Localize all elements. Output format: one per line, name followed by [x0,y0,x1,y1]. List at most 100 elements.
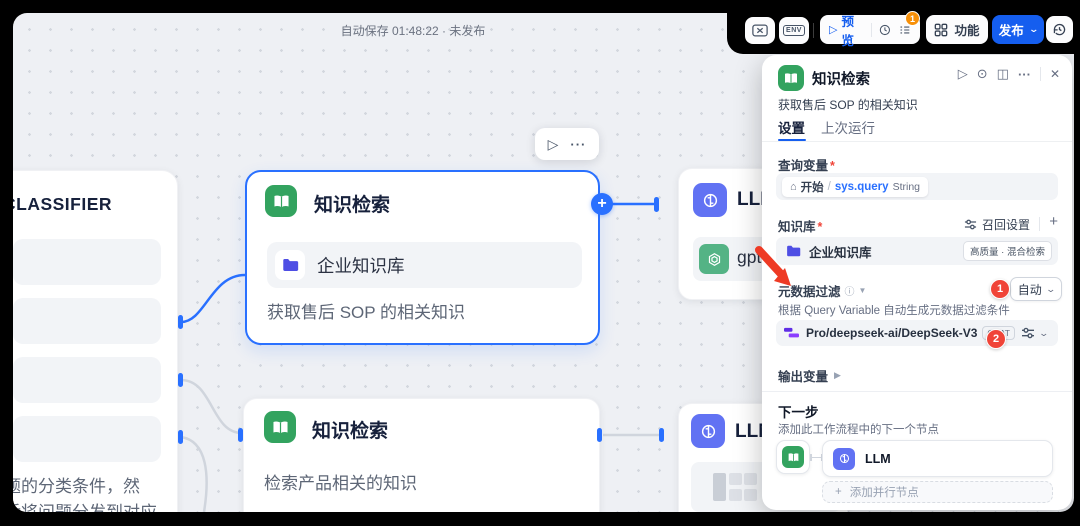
classifier-output-handle-2[interactable] [178,373,183,387]
add-knowledge-button[interactable]: + [1049,213,1058,230]
toolbar-divider [813,23,814,38]
output-variables-toggle[interactable]: 输出变量 ▶ [778,370,841,384]
next-step-title: 下一步 [778,405,819,420]
features-label: 功能 [954,24,980,38]
chevron-down-icon: ⌄ [1038,327,1050,338]
dataset-name: 企业知识库 [317,256,405,276]
split-view-icon[interactable]: ◫ [996,66,1009,81]
classifier-option-row[interactable] [13,298,161,344]
divider [762,141,1072,142]
node-config-panel: 知识检索 ▷ ⊙ ◫ ··· ✕ 获取售后 SOP 的相关知识 设置 上次运行 … [762,55,1072,510]
knowledge-retrieval-icon [778,65,804,91]
next-node-label: LLM [865,451,891,466]
more-options-icon[interactable]: ··· [1017,66,1031,82]
classifier-option-row[interactable] [13,416,161,462]
model-params-icon[interactable] [1021,326,1035,340]
classifier-description: 题的分类条件，然 后将问题分发到对应 [13,477,157,512]
triangle-right-icon: ▶ [834,370,841,380]
llm-icon [693,183,727,217]
knowledge-retrieval-node-1[interactable]: 知识检索 企业知识库 获取售后 SOP 的相关知识 [245,170,600,345]
variable-name: sys.query [834,180,889,193]
knowledge-retrieval-icon [265,185,297,217]
history-icon [1053,23,1066,36]
llm-icon [691,414,725,448]
section-divider [1039,217,1040,231]
start-node-label: 开始 [800,181,824,194]
classifier-option-row[interactable] [13,357,161,403]
connector-line [810,454,822,460]
shortcuts-button[interactable] [745,17,775,44]
notification-badge: 1 [905,11,920,26]
metadata-mode-select[interactable]: 自动 ⌄ [1010,277,1062,301]
dataset-row[interactable]: 企业知识库 [267,242,582,288]
more-options-icon[interactable]: ··· [570,136,587,152]
chevron-down-icon: ⌄ [1045,283,1056,294]
panel-title: 知识检索 [812,72,870,88]
classifier-node[interactable]: CLASSIFIER 题的分类条件，然 后将问题分发到对应 [13,170,178,512]
node-title: 知识检索 [312,421,389,442]
close-icon[interactable]: ✕ [1049,67,1060,81]
classifier-option-row[interactable] [13,239,161,285]
metadata-filter-hint: 根据 Query Variable 自动生成元数据过滤条件 [778,305,1010,317]
header-divider [1039,67,1041,81]
kr2-output-handle[interactable] [597,428,602,442]
tab-settings[interactable]: 设置 [778,121,805,136]
knowledge-base-name: 企业知识库 [809,245,872,260]
panel-description: 获取售后 SOP 的相关知识 [778,98,918,112]
features-button[interactable]: 功能 [926,15,988,44]
recall-settings-button[interactable]: 召回设置 [964,216,1030,233]
info-icon: ⓘ [844,287,855,298]
classifier-output-handle-3[interactable] [178,430,183,444]
knowledge-base-item[interactable]: 企业知识库 高质量 · 混合检索 [776,237,1058,265]
knowledge-retrieval-icon [264,411,296,443]
publish-label: 发布 [998,24,1024,38]
node-title: 知识检索 [314,195,391,216]
version-history-button[interactable] [1046,16,1073,43]
metadata-model-select[interactable]: Pro/deepseek-ai/DeepSeek-V3 CHAT ⌄ [776,320,1058,346]
autosave-status: 自动保存 01:48:22 · 未发布 [340,24,486,38]
knowledge-retrieval-node-2[interactable]: 知识检索 检索产品相关的知识 [243,398,600,512]
siliconflow-icon [784,327,799,338]
checklist-icon[interactable] [899,23,911,37]
openai-icon [699,244,729,274]
classifier-title: CLASSIFIER [13,194,113,214]
run-step-icon[interactable]: ▷ [957,66,968,81]
retrieval-mode-badge: 高质量 · 混合检索 [963,241,1052,261]
variable-type: String [892,180,920,193]
llm-bottom-input-handle[interactable] [659,428,664,442]
locate-node-icon[interactable]: ⊙ [976,66,988,81]
pill-divider [870,22,872,37]
classifier-output-handle-1[interactable] [178,315,183,329]
publish-button[interactable]: 发布 ⌄ [992,15,1044,44]
node-toolbar: ▷ ··· [535,128,599,160]
preview-play-icon[interactable]: ▷ [829,24,838,36]
query-variable-label: 查询变量* [778,159,835,173]
add-node-handle[interactable]: + [591,193,613,215]
tab-last-run[interactable]: 上次运行 [821,121,875,136]
path-separator: / [827,180,831,193]
features-grid-icon [935,23,948,36]
kr2-input-handle[interactable] [238,428,243,442]
env-icon: ENV [783,25,805,36]
tune-icon [964,219,977,230]
env-variables-button[interactable]: ENV [779,17,809,44]
start-node-icon: ⌂ [790,180,797,193]
preview-button[interactable]: 预览 [841,14,854,48]
caret-down-icon[interactable]: ▼ [858,286,867,295]
node-description: 检索产品相关的知识 [264,474,417,493]
run-node-icon[interactable]: ▷ [547,135,559,152]
edges-layer [180,202,663,512]
next-node-llm[interactable]: LLM [822,440,1053,477]
query-variable-input[interactable]: ⌂ 开始 / sys.query String [776,173,1058,200]
model-name: Pro/deepseek-ai/DeepSeek-V3 [806,326,978,340]
annotation-badge-1: 1 [990,279,1010,299]
next-step-hint: 添加此工作流程中的下一个节点 [778,424,939,436]
folder-icon [787,245,801,257]
plus-icon: + [835,486,842,498]
divider [762,391,1072,392]
folder-icon-box [275,250,305,280]
node-description: 获取售后 SOP 的相关知识 [267,303,466,322]
add-parallel-node-button[interactable]: + 添加并行节点 [822,481,1053,503]
llm-top-input-handle[interactable] [654,197,659,212]
run-history-icon[interactable] [879,23,891,37]
